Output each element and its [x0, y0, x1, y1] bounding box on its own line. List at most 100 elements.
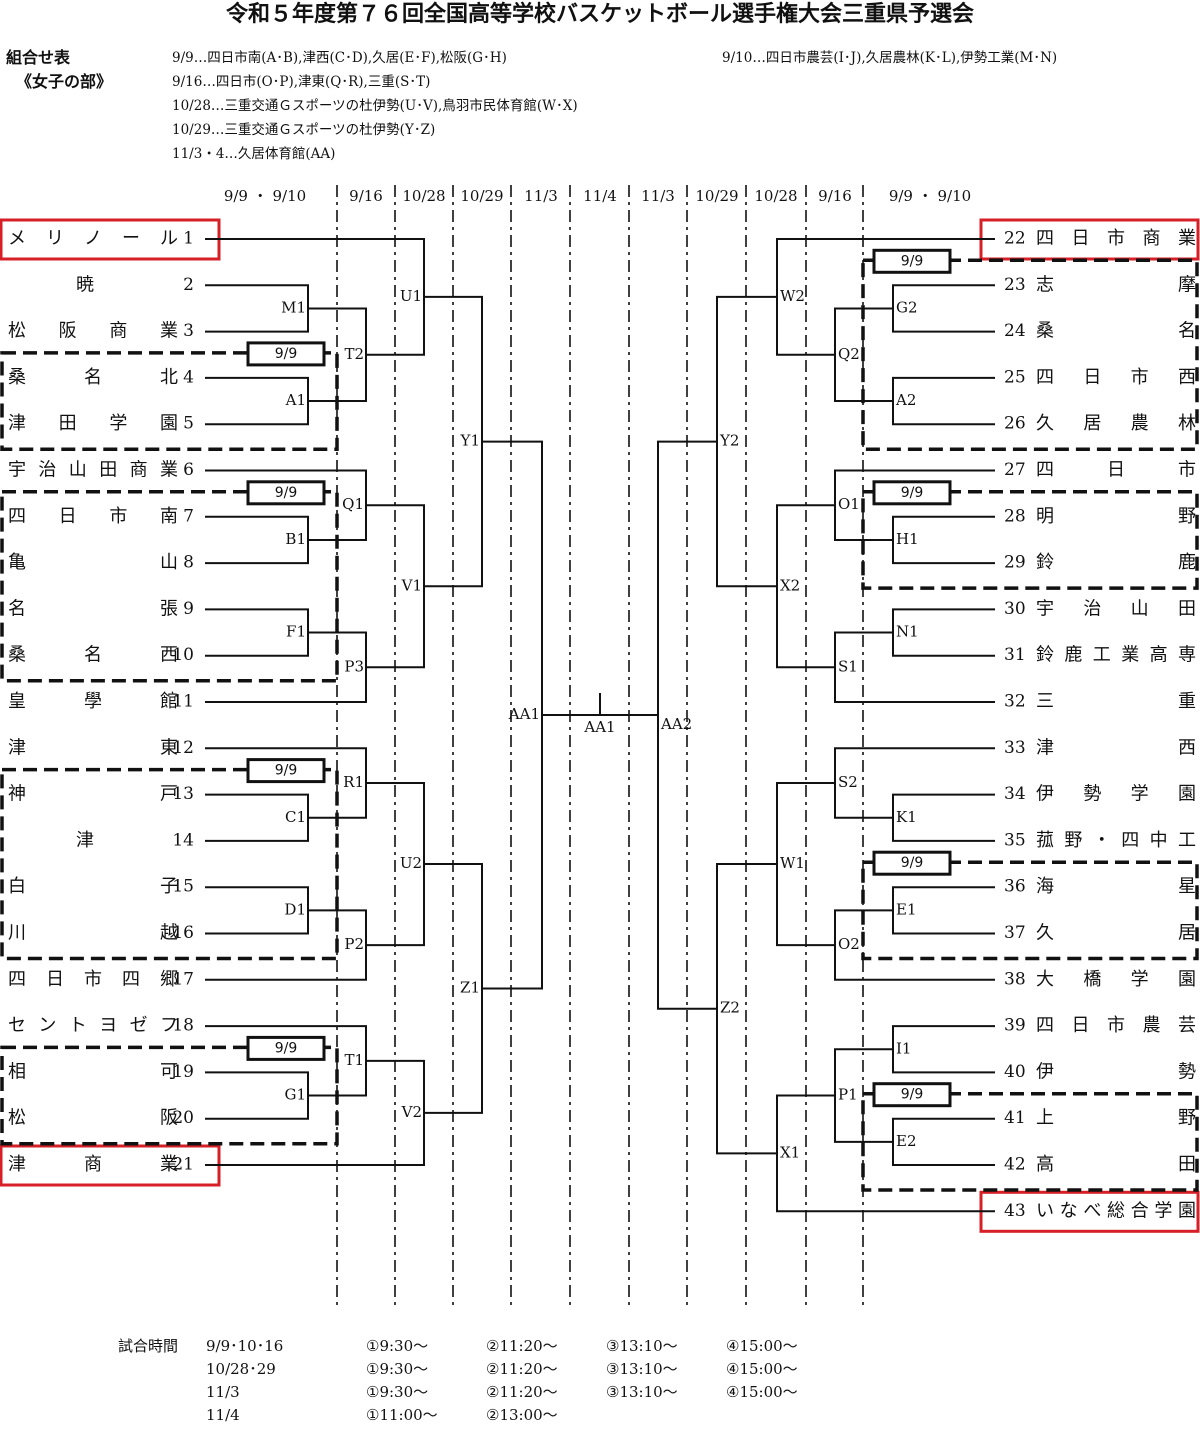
team-name-char: 名	[84, 645, 102, 666]
team-name-char: 宇	[1036, 598, 1054, 619]
match-label: G2	[896, 298, 918, 316]
team-name-char: 宇	[8, 460, 26, 481]
team-name-char: 久	[1036, 413, 1054, 434]
team-number: 36	[1004, 877, 1026, 897]
team-number: 35	[1004, 830, 1026, 850]
team-name-char: 名	[8, 598, 26, 619]
date-tag-box	[246, 480, 326, 506]
date-tag: 9/9	[275, 763, 298, 779]
match-label: R1	[343, 773, 364, 791]
team-number: 33	[1004, 738, 1026, 758]
team-name-char: 日	[1072, 1015, 1090, 1036]
team-name-char: 重	[1178, 691, 1196, 712]
team-name-char: 市	[1107, 1015, 1125, 1036]
match-label: B1	[285, 530, 306, 548]
team-name-char: 越	[160, 923, 178, 944]
match-time-slot: ③13:10～	[606, 1383, 678, 1401]
team-name-char: ト	[69, 1015, 87, 1036]
team-name-char: 田	[59, 413, 77, 434]
match-time-slot: ③13:10～	[606, 1337, 678, 1355]
round-date-header: 9/16	[818, 187, 852, 205]
team-number: 5	[183, 414, 194, 434]
match-label: Q1	[342, 495, 364, 513]
team-number: 18	[172, 1016, 194, 1036]
round-date-header: 9/9 ・ 9/10	[889, 187, 971, 205]
team-number: 42	[1004, 1155, 1026, 1175]
match-time-slot: ②13:00～	[486, 1406, 558, 1424]
team-name-char: 摩	[1178, 274, 1196, 295]
team-name-char: 伊	[1036, 784, 1054, 805]
team-number: 34	[1004, 784, 1026, 804]
match-label: C1	[285, 808, 306, 826]
team-name-char: 田	[1178, 598, 1196, 619]
final-label: AA1	[583, 718, 615, 736]
team-name-char: な	[1060, 1200, 1078, 1221]
match-label: G1	[284, 1086, 306, 1104]
date-tag-box	[872, 850, 952, 876]
team-name-char: 星	[1178, 876, 1196, 897]
date-tag-box	[872, 248, 952, 274]
team-name-char: 津	[8, 413, 26, 434]
match-label: A1	[285, 391, 306, 409]
team-name-char: フ	[160, 1015, 178, 1036]
bracket-line	[776, 1094, 995, 1213]
team-name-char: 菰	[1036, 830, 1054, 851]
team-name-char: 川	[8, 923, 26, 944]
team-name-char: 鹿	[1178, 552, 1196, 573]
team-name-char: 田	[1178, 1154, 1196, 1175]
round-date-header: 11/3	[524, 187, 558, 205]
team-name-char: 園	[1178, 969, 1196, 990]
match-times-date: 11/3	[206, 1383, 240, 1401]
team-number: 2	[183, 275, 194, 295]
group-box-9-9	[861, 860, 1199, 961]
match-label: P1	[838, 1086, 858, 1104]
team-number: 1	[183, 229, 194, 249]
team-name-char: 工	[1093, 645, 1111, 666]
match-label: AA1	[508, 705, 540, 723]
team-name-char: 芸	[1178, 1015, 1196, 1036]
team-name-char: 皇	[8, 691, 26, 712]
team-name-char: 四	[8, 969, 26, 990]
team-number: 4	[183, 367, 194, 387]
team-name-char: 居	[1083, 413, 1101, 434]
schedule-label-title: 組合せ表	[6, 48, 71, 67]
match-label: AA2	[660, 715, 692, 733]
team-name-char: 市	[1107, 228, 1125, 249]
date-tag: 9/9	[275, 346, 298, 362]
team-name-char: リ	[46, 228, 64, 249]
team-number: 17	[172, 969, 194, 989]
team-name-char: 桑	[8, 645, 26, 666]
team-name-char: 津	[1036, 737, 1054, 758]
match-label: W2	[780, 287, 805, 305]
team-name-char: 戸	[160, 784, 178, 805]
schedule-label: 組合せ表 《女子の部》	[6, 46, 112, 94]
team-name-char: 西	[1178, 367, 1196, 388]
team-name-char: 張	[160, 598, 178, 619]
team-name-char: 専	[1178, 645, 1196, 666]
match-time-slot: ③13:10～	[606, 1360, 678, 1378]
match-label: T2	[344, 345, 364, 363]
team-name-char: べ	[1083, 1200, 1101, 1221]
team-name-char: 四	[8, 506, 26, 527]
match-label: S1	[838, 657, 858, 675]
team-name-char: 業	[160, 460, 178, 481]
group-box-9-9	[861, 258, 1199, 451]
team-name-char: 東	[160, 737, 178, 758]
team-name-char: 業	[1121, 645, 1139, 666]
team-number: 28	[1004, 506, 1026, 526]
team-name-char: 学	[109, 413, 127, 434]
team-name-char: 子	[160, 876, 178, 897]
team-name-char: 山	[160, 552, 178, 573]
round-date-header: 9/9 ・ 9/10	[224, 187, 306, 205]
match-label: N1	[896, 623, 919, 641]
team-name-char: 四	[1036, 1015, 1054, 1036]
team-name-char: 鹿	[1064, 645, 1082, 666]
team-name-char: 四	[1121, 830, 1139, 851]
team-number: 40	[1004, 1062, 1026, 1082]
match-label: W1	[780, 854, 805, 872]
team-number: 25	[1004, 367, 1026, 387]
team-name-char: 四	[122, 969, 140, 990]
group-box-9-9	[861, 490, 1199, 590]
team-number: 20	[172, 1108, 194, 1128]
match-label: V1	[401, 576, 422, 594]
